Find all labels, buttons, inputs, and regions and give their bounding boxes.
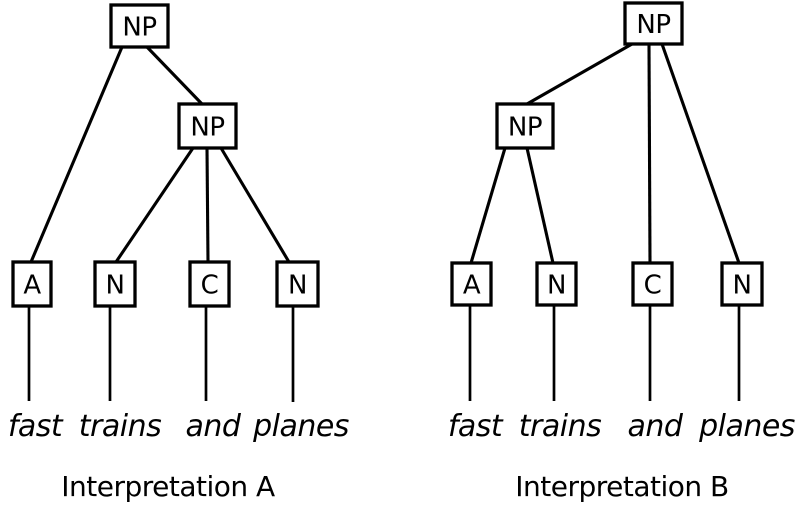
tree-edge-np-root-a <box>29 46 124 263</box>
terminal-word-trains: trains <box>519 409 601 444</box>
node-label-interpretation-b-n1: N <box>547 271 566 301</box>
caption-interpretation-a: Interpretation A <box>61 470 275 503</box>
node-label-interpretation-b-n2: N <box>733 271 752 301</box>
terminal-word-planes: planes <box>698 409 795 444</box>
tree-edge-np-root-n2 <box>660 43 741 264</box>
node-label-interpretation-b-np-root: NP <box>636 10 670 40</box>
tree-edge-np-inner-n2 <box>219 147 291 263</box>
node-label-interpretation-b-a: A <box>463 271 481 301</box>
tree-edge-np-inner-n1 <box>525 147 555 264</box>
node-label-interpretation-b-c: C <box>644 271 662 301</box>
tree-edge-np-inner-c <box>205 147 210 263</box>
node-box-interpretation-b-np-root <box>623 1 684 46</box>
tree-edge-np-root-np-inner <box>145 45 204 106</box>
terminal-word-trains: trains <box>79 409 161 444</box>
node-box-interpretation-a-c <box>188 260 231 308</box>
node-label-interpretation-a-n2: N <box>288 271 307 301</box>
caption-interpretation-b: Interpretation B <box>515 470 729 503</box>
node-box-interpretation-a-a <box>11 260 53 308</box>
node-box-interpretation-b-n2 <box>720 261 764 307</box>
node-box-interpretation-a-n1 <box>93 260 137 308</box>
terminal-word-and: and <box>186 409 242 444</box>
tree-edge-np-root-c <box>647 43 652 264</box>
node-box-interpretation-b-c <box>631 261 674 307</box>
node-label-interpretation-a-np-root: NP <box>122 13 156 43</box>
tree-edge-np-inner-a <box>469 147 507 264</box>
node-label-interpretation-a-a: A <box>23 271 41 301</box>
node-box-interpretation-a-np-root <box>109 3 170 49</box>
tree-edge-np-root-np-inner <box>526 42 633 106</box>
terminal-word-fast: fast <box>448 409 504 444</box>
node-box-interpretation-b-n1 <box>535 261 578 307</box>
terminal-word-fast: fast <box>8 409 64 444</box>
terminal-word-and: and <box>628 409 684 444</box>
node-label-interpretation-a-np-inner: NP <box>190 113 224 143</box>
node-box-interpretation-b-np-inner <box>495 102 555 150</box>
node-label-interpretation-a-n1: N <box>106 271 125 301</box>
node-box-interpretation-b-a <box>450 261 493 307</box>
node-label-interpretation-b-np-inner: NP <box>508 113 542 143</box>
node-box-interpretation-a-n2 <box>275 260 320 308</box>
terminal-word-planes: planes <box>252 409 349 444</box>
node-box-interpretation-a-np-inner <box>177 102 238 150</box>
node-label-interpretation-a-c: C <box>201 271 219 301</box>
tree-edge-np-inner-n1 <box>114 147 195 263</box>
